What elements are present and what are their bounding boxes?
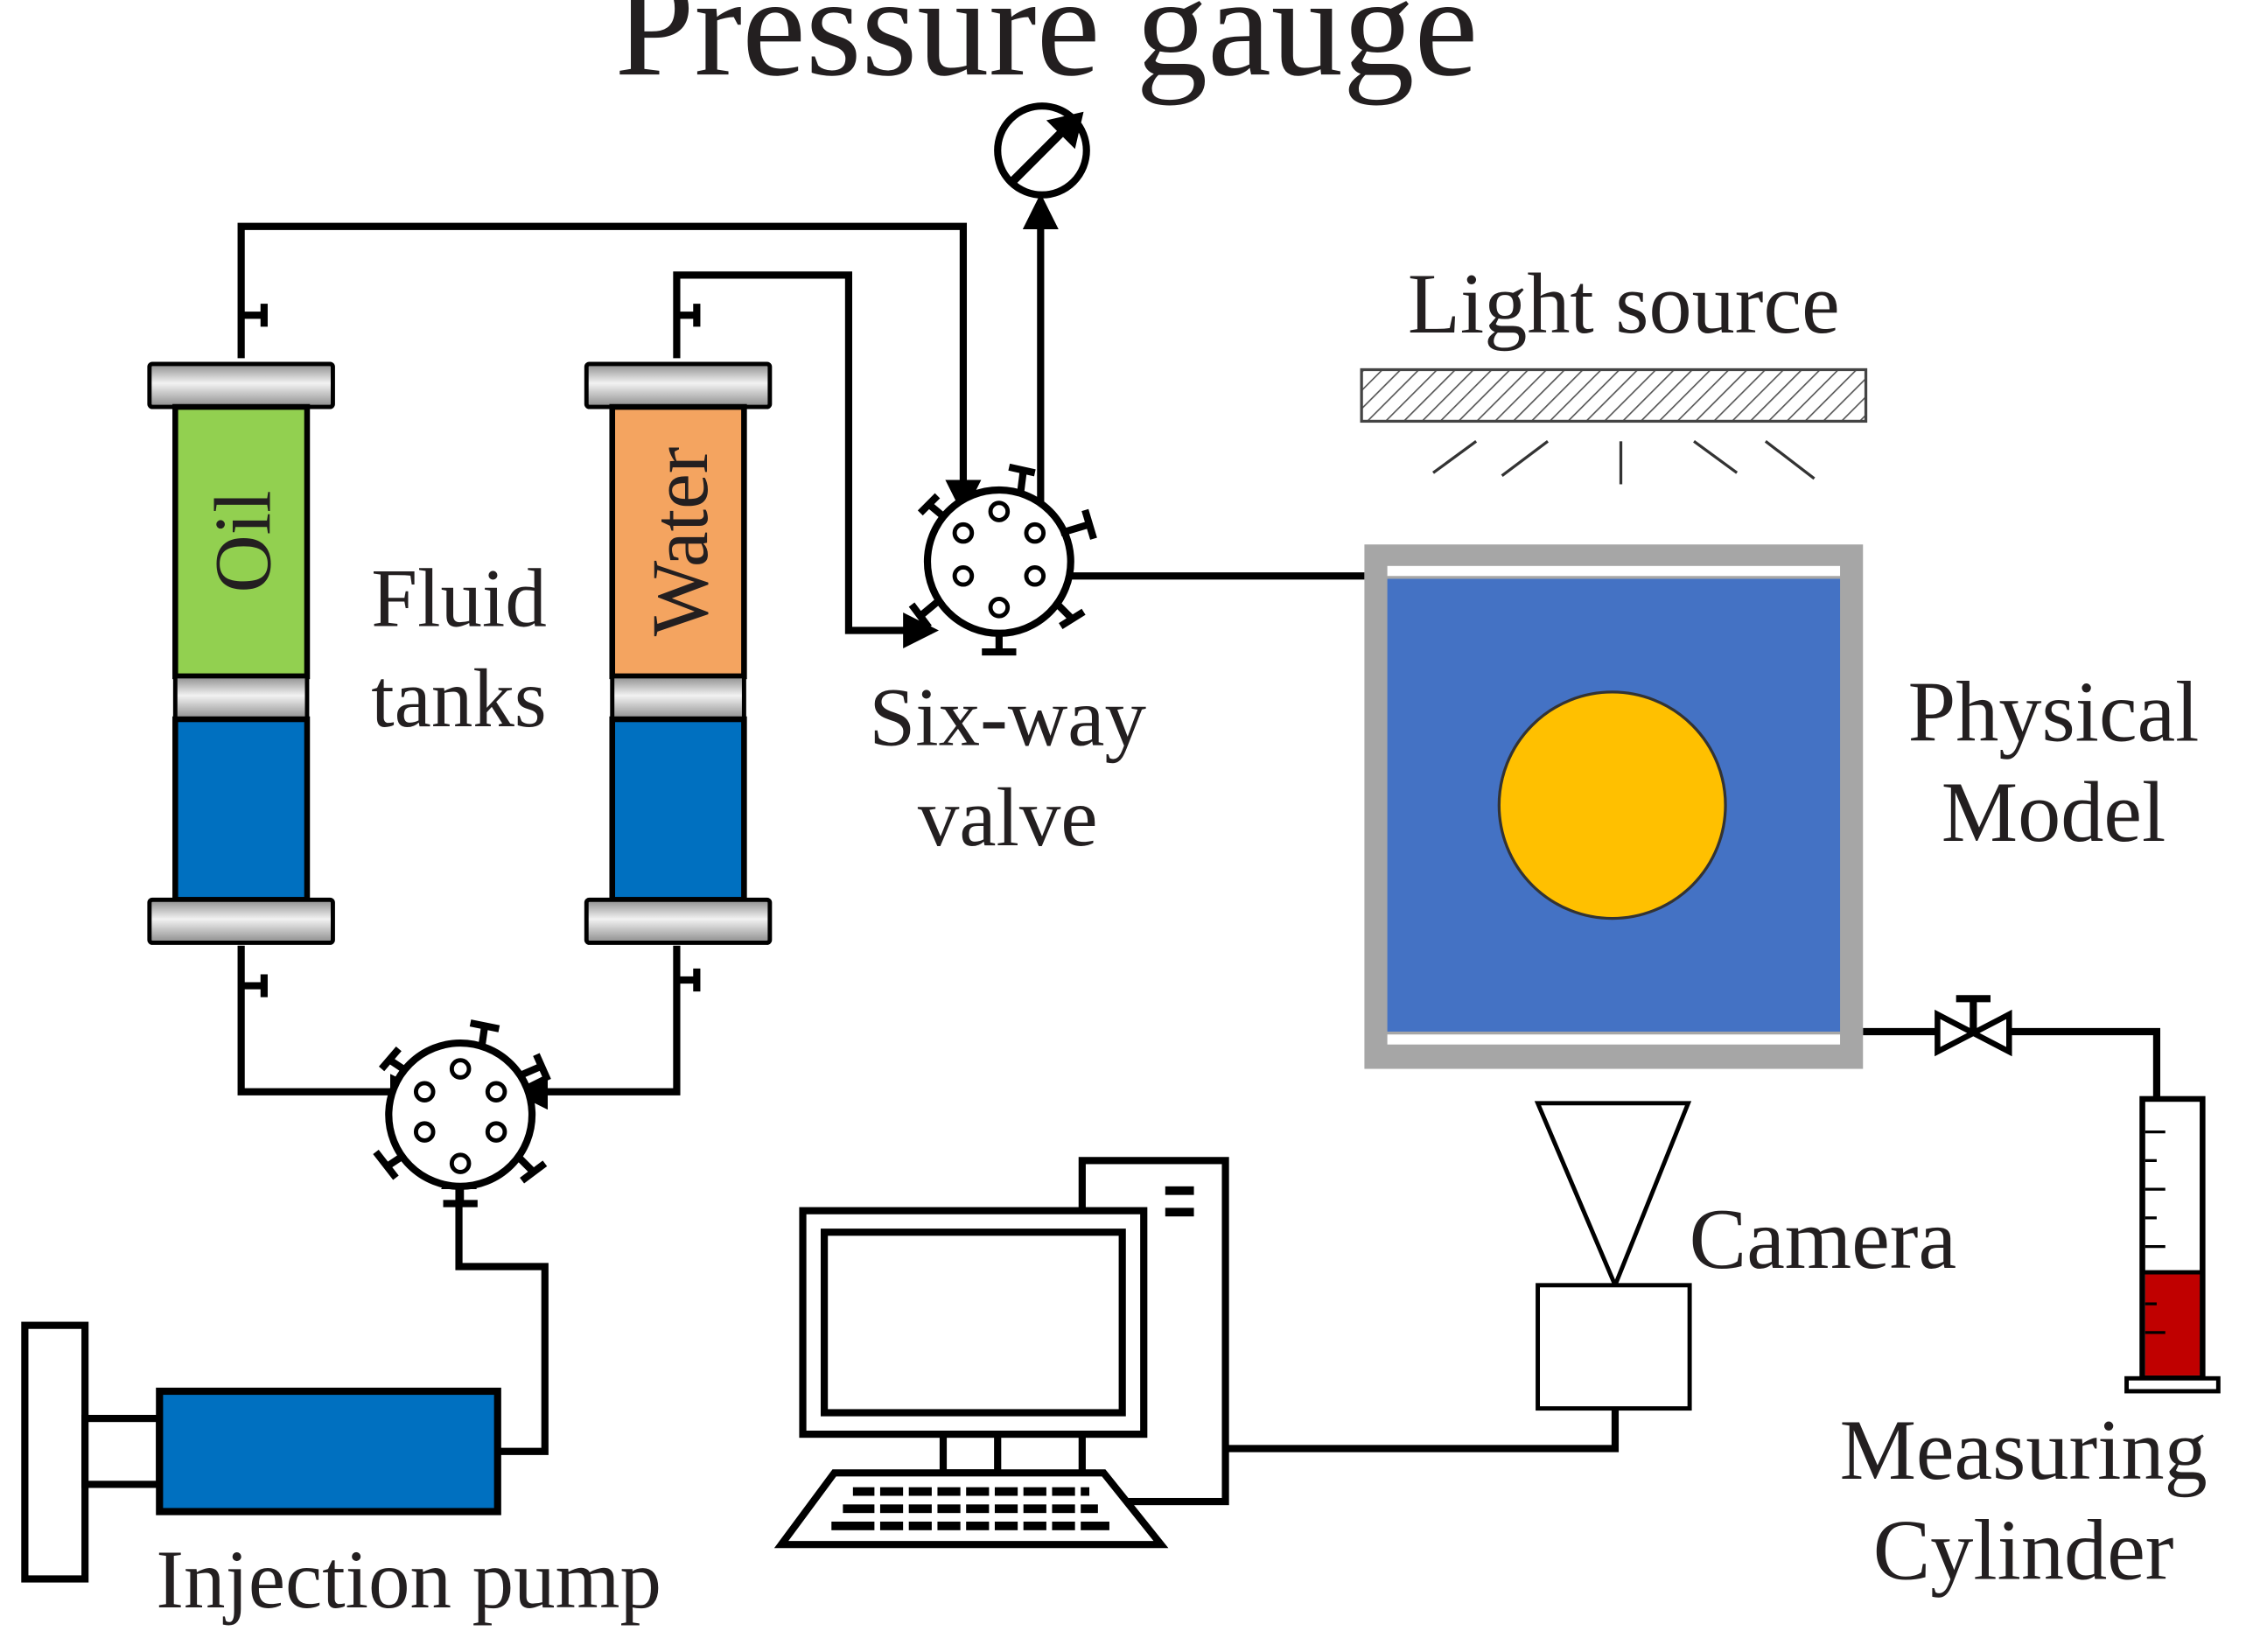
camera xyxy=(1534,1101,1692,1411)
measuring-cylinder-label-line2: Cylinder xyxy=(1873,1502,2174,1598)
water-label: Water xyxy=(635,447,724,637)
measuring-cylinder-label-line1: Measuring xyxy=(1840,1403,2208,1498)
physical-model-label-line1: Physical xyxy=(1908,665,2200,760)
injection-pump xyxy=(21,1321,501,1583)
piping xyxy=(237,193,2161,1455)
physical-model xyxy=(1364,544,1864,1069)
six-way-valve-label-line2: valve xyxy=(918,771,1098,864)
computer xyxy=(773,1157,1229,1549)
camera-label: Camera xyxy=(1690,1192,1956,1287)
six-way-valve-label-line1: Six-way xyxy=(869,670,1146,763)
pressure-gauge-label: Pressure gauge xyxy=(615,0,1479,106)
fluid-tanks-label-line2: tanks xyxy=(371,652,546,745)
oil-label: Oil xyxy=(198,490,287,592)
light-source xyxy=(1360,368,1868,424)
physical-model-label-line2: Model xyxy=(1942,765,2166,860)
outlet-valve xyxy=(1935,995,2012,1057)
injection-pump-label: Injection pump xyxy=(156,1533,661,1626)
lower-six-way-valve xyxy=(373,1019,551,1208)
water-tank xyxy=(584,361,773,945)
measuring-cylinder xyxy=(2124,1096,2221,1394)
six-way-valve xyxy=(908,463,1097,656)
oil-tank xyxy=(147,361,335,945)
pressure-gauge xyxy=(994,102,1090,199)
light-source-label: Light source xyxy=(1408,256,1840,352)
fluid-tanks-label-line1: Fluid xyxy=(371,552,547,645)
light-rays xyxy=(1432,440,1816,485)
pipe-stubs xyxy=(241,304,701,998)
